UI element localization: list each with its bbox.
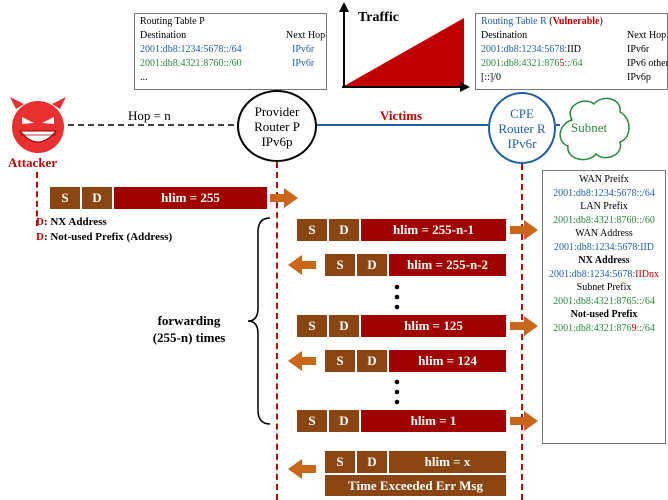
forward-packet: S D hlim = 1 xyxy=(297,410,506,432)
victims-label: Victims xyxy=(380,108,423,123)
dest-notes: D: NX Address D: Not-used Prefix (Addres… xyxy=(36,216,173,243)
arrow-left-icon xyxy=(288,351,316,371)
not-used-prefix-label: Not-used Prefix xyxy=(570,309,638,320)
routing-table-r-dest-header: Destination xyxy=(481,30,528,41)
routing-table-r-row: [::]/0 IPv6p xyxy=(481,72,651,83)
subnet-prefix-label: Subnet Prefix xyxy=(576,282,632,293)
packet-src: S xyxy=(50,187,82,209)
routing-table-p-next-header: Next Hop xyxy=(286,30,326,41)
traffic-x-arrow xyxy=(460,82,470,92)
nx-address-label: NX Address xyxy=(578,255,630,266)
nx-address-value: 2001:db8:1234:5678:IIDnx xyxy=(548,268,659,280)
error-message: Time Exceeded Err Msg xyxy=(325,475,506,496)
routing-table-r-next-header: Next Hop xyxy=(627,30,667,41)
routing-table-r-row: 2001:db8:1234:5678:IID IPv6r xyxy=(481,44,650,55)
forwarding-brace xyxy=(247,217,271,425)
attacker-label: Attacker xyxy=(8,155,58,170)
error-packet: S D hlim = x Time Exceeded Err Msg xyxy=(325,451,506,496)
wan-prefix-label: WAN Preifx xyxy=(579,174,629,185)
wan-address-label: WAN Address xyxy=(575,228,633,239)
subnet-prefix-value: 2001:db8:4321:8765::/64 xyxy=(553,295,655,307)
reply-packet: S D hlim = 255-n-2 xyxy=(325,254,506,276)
reply-packet: S D hlim = 124 xyxy=(325,350,506,372)
arrow-left-icon xyxy=(288,255,316,275)
routing-table-p-dest-header: Destination xyxy=(140,30,187,41)
routing-table-r-row: 2001:db8:4321:8765::/64 IPv6 other xyxy=(481,58,668,69)
attacker-packet: S D hlim = 255 xyxy=(50,187,267,209)
routing-table-p: Routing Table P Destination Next Hop 200… xyxy=(134,13,327,90)
routing-table-p-title: Routing Table P xyxy=(140,16,205,27)
routing-table-r-title: Routing Table R (Vulnerable) xyxy=(481,16,603,27)
arrow-right-icon xyxy=(510,316,538,336)
subnet-label: Subnet xyxy=(571,120,608,135)
forwarding-label: forwarding (255-n) times xyxy=(152,313,226,345)
devil-icon xyxy=(10,97,66,153)
not-used-prefix-value: 2001:db8:4321:8769::/64 xyxy=(553,322,655,334)
wan-prefix-value: 2001:db8:1234:5678::/64 xyxy=(553,187,655,199)
subnet-cloud-icon xyxy=(559,97,630,161)
packet-hlim: hlim = 255 xyxy=(114,187,267,209)
routing-table-p-row: ... xyxy=(140,72,148,83)
attacker-lifeline xyxy=(36,172,38,226)
traffic-y-arrow xyxy=(339,2,349,12)
lan-prefix-value: 2001:db8:4321:8760::/60 xyxy=(553,214,655,226)
ellipsis-dots xyxy=(394,284,400,310)
arrow-right-icon xyxy=(510,220,538,240)
lan-prefix-label: LAN Prefix xyxy=(580,201,628,212)
arrow-right-icon xyxy=(510,411,538,431)
prefix-panel: WAN Preifx 2001:db8:1234:5678::/64 LAN P… xyxy=(542,170,666,444)
traffic-chart xyxy=(339,2,470,92)
provider-router-node: Provider Router P IPv6p xyxy=(237,90,317,162)
forward-packet: S D hlim = 125 xyxy=(297,315,506,337)
forward-packet: S D hlim = 255-n-1 xyxy=(297,219,506,241)
hop-label: Hop = n xyxy=(128,108,171,123)
packet-dst: D xyxy=(82,187,114,209)
routing-table-p-row: 2001:db8:1234:5678::/64 IPv6r xyxy=(140,44,315,55)
traffic-ramp xyxy=(344,18,464,86)
traffic-label: Traffic xyxy=(358,10,399,25)
wan-address-value: 2001:db8:1234:5678:IID xyxy=(554,241,654,253)
arrow-right-icon xyxy=(270,188,298,208)
routing-table-p-row: 2001:db8:4321:8760::/60 IPv6r xyxy=(140,58,315,69)
provider-lifeline xyxy=(276,162,278,500)
ellipsis-dots xyxy=(394,379,400,405)
arrow-left-icon xyxy=(288,459,316,479)
cpe-lifeline xyxy=(521,164,523,500)
cpe-router-node: CPE Router R IPv6r xyxy=(488,92,556,164)
